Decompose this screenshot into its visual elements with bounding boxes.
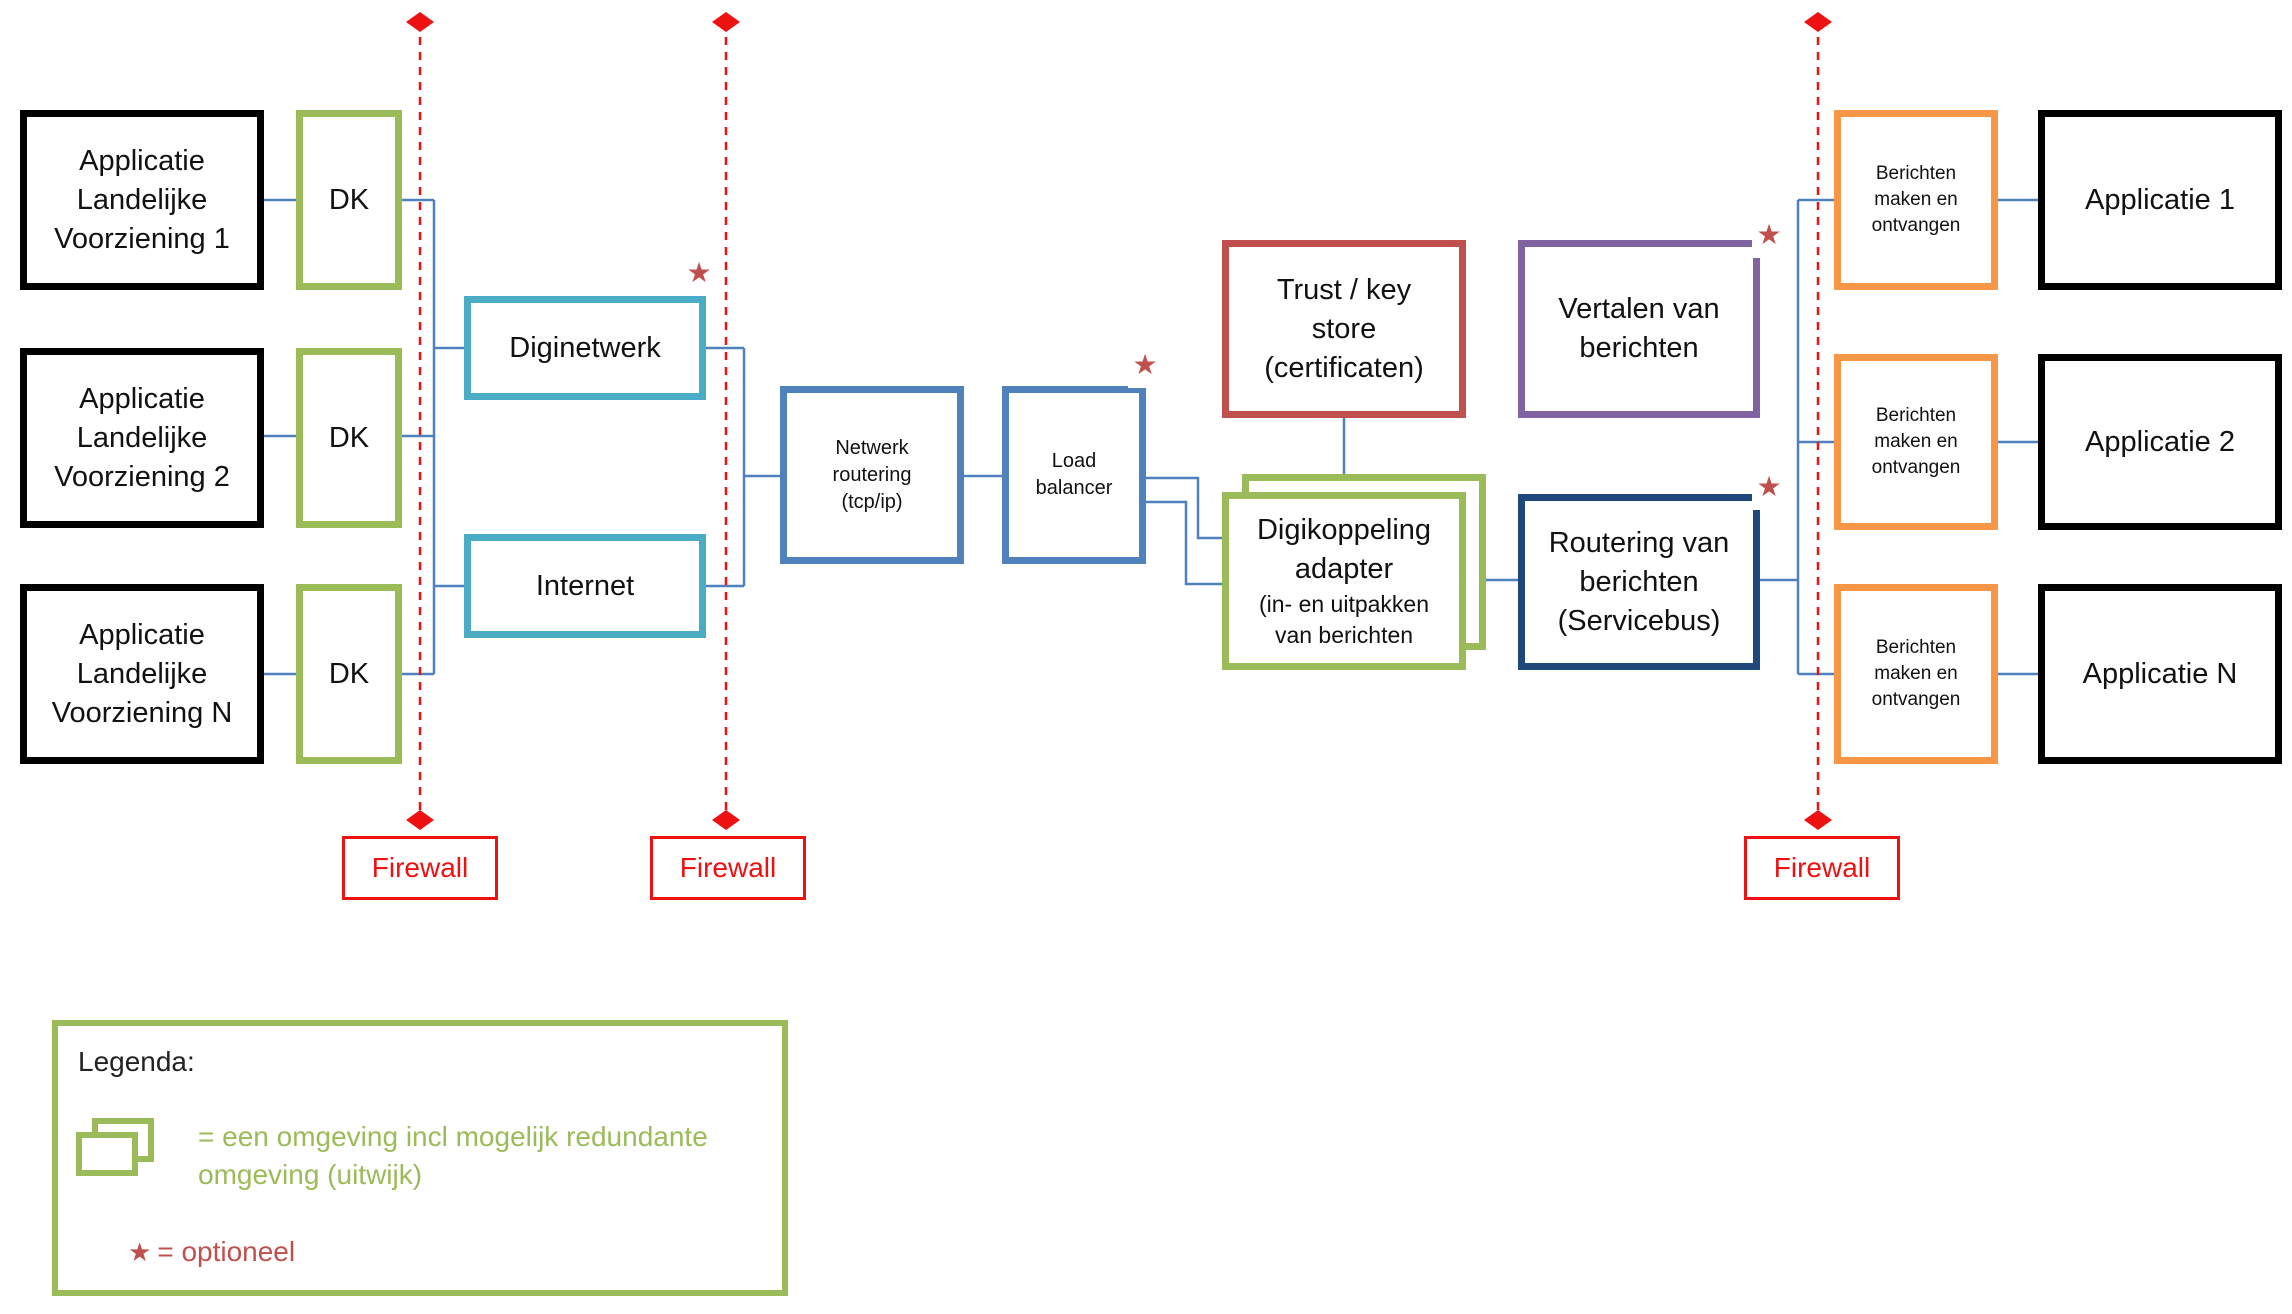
firewall-line-3-bottom-marker [1804, 810, 1832, 830]
dk-box-n: DK [296, 584, 402, 764]
trust-store-line-2: store [1311, 312, 1377, 345]
legend-optional: ★= optioneel [128, 1236, 295, 1268]
connector-lb-adapter-1 [1146, 476, 1222, 540]
lv-app-1-line-1: Applicatie [79, 144, 205, 177]
trust-store-box: Trust / key store (certificaten) [1222, 240, 1466, 418]
berichten-2-line-2: maken en [1874, 431, 1958, 452]
star-icon: ★ [682, 256, 716, 296]
berichten-n-line-2: maken en [1874, 663, 1958, 684]
internet-box: Internet [464, 534, 706, 638]
firewall-line-2-top-marker [712, 12, 740, 32]
firewall-line-1-top-marker [406, 12, 434, 32]
star-icon: ★ [1752, 470, 1786, 510]
adapter-main-line-2: adapter [1294, 553, 1394, 585]
applicatie-2-label: Applicatie 2 [2085, 425, 2235, 458]
trust-store-line-1: Trust / key [1276, 273, 1412, 306]
dk-label-1: DK [328, 183, 370, 216]
dk-box-1: DK [296, 110, 402, 290]
berichten-n-line-3: ontvangen [1871, 689, 1961, 710]
lv-app-1: Applicatie Landelijke Voorziening 1 [20, 110, 264, 290]
adapter-sub-line-2: van berichten [1274, 622, 1414, 648]
lv-app-2-line-2: Landelijke [76, 421, 208, 454]
routering-box: Routering van berichten (Servicebus) [1518, 494, 1760, 670]
lv-app-1-line-2: Landelijke [76, 183, 208, 216]
adapter-main-line-1: Digikoppeling [1256, 514, 1432, 546]
routering-line-2: berichten [1579, 565, 1699, 598]
applicatie-1-box: Applicatie 1 [2038, 110, 2282, 290]
internet-label: Internet [535, 569, 635, 602]
connector-lb-adapter-2 [1146, 500, 1222, 586]
vertalen-box: Vertalen van berichten [1518, 240, 1760, 418]
stacked-environment-icon-front [76, 1132, 138, 1176]
dk-box-2: DK [296, 348, 402, 528]
lv-app-n: Applicatie Landelijke Voorziening N [20, 584, 264, 764]
legend-environment-text: = een omgeving incl mogelijk redundante … [198, 1118, 708, 1194]
berichten-box-1: Berichten maken en ontvangen [1834, 110, 1998, 290]
trust-store-line-3: (certificaten) [1264, 351, 1424, 384]
berichten-1-line-2: maken en [1874, 189, 1958, 210]
dk-label-2: DK [328, 421, 370, 454]
adapter-sub-line-1: (in- en uitpakken [1258, 591, 1430, 617]
lv-app-n-line-3: Voorziening N [51, 696, 233, 729]
diginetwerk-box: Diginetwerk [464, 296, 706, 400]
netwerk-routering-line-2: routering [832, 463, 912, 486]
berichten-1-line-3: ontvangen [1871, 215, 1961, 236]
legend-title: Legenda: [78, 1046, 195, 1077]
star-icon: ★ [1752, 218, 1786, 258]
lv-app-n-line-1: Applicatie [79, 618, 205, 651]
star-icon: ★ [1128, 348, 1162, 388]
applicatie-1-label: Applicatie 1 [2085, 183, 2235, 216]
load-balancer-line-1: Load [1051, 450, 1097, 472]
lv-app-1-line-3: Voorziening 1 [54, 222, 230, 255]
legend-optional-text: = optioneel [157, 1236, 296, 1267]
lv-app-n-line-2: Landelijke [76, 657, 208, 690]
applicatie-n-label: Applicatie N [2082, 657, 2238, 690]
firewall-label-1: Firewall [342, 836, 498, 900]
firewall-line-1-bottom-marker [406, 810, 434, 830]
firewall-line-3-top-marker [1804, 12, 1832, 32]
netwerk-routering-box: Netwerk routering (tcp/ip) [780, 386, 964, 564]
berichten-box-2: Berichten maken en ontvangen [1834, 354, 1998, 530]
firewall-label-3: Firewall [1744, 836, 1900, 900]
applicatie-n-box: Applicatie N [2038, 584, 2282, 764]
routering-line-3: (Servicebus) [1557, 604, 1721, 637]
berichten-box-n: Berichten maken en ontvangen [1834, 584, 1998, 764]
applicatie-2-box: Applicatie 2 [2038, 354, 2282, 530]
star-icon: ★ [128, 1237, 152, 1267]
load-balancer-box: Load balancer [1002, 386, 1146, 564]
berichten-1-line-1: Berichten [1875, 163, 1957, 184]
diginetwerk-label: Diginetwerk [509, 331, 661, 364]
berichten-2-line-1: Berichten [1875, 405, 1957, 426]
legend-env-line-1: = een omgeving incl mogelijk redundante [198, 1121, 708, 1152]
routering-line-1: Routering van [1548, 526, 1730, 559]
netwerk-routering-line-1: Netwerk [835, 436, 909, 459]
firewall-line-2-bottom-marker [712, 810, 740, 830]
vertalen-line-1: Vertalen van [1558, 293, 1720, 325]
load-balancer-line-2: balancer [1035, 477, 1113, 499]
lv-app-2: Applicatie Landelijke Voorziening 2 [20, 348, 264, 528]
lv-app-2-line-1: Applicatie [79, 382, 205, 415]
vertalen-line-2: berichten [1579, 332, 1699, 364]
berichten-2-line-3: ontvangen [1871, 457, 1961, 478]
legend: Legenda: = een omgeving incl mogelijk re… [52, 1020, 788, 1296]
netwerk-routering-line-3: (tcp/ip) [841, 490, 903, 513]
lv-app-2-line-3: Voorziening 2 [54, 460, 230, 493]
dk-label-n: DK [328, 657, 370, 690]
legend-env-line-2: omgeving (uitwijk) [198, 1159, 423, 1190]
digikoppeling-adapter-box: Digikoppeling adapter (in- en uitpakken … [1222, 492, 1466, 670]
firewall-label-2: Firewall [650, 836, 806, 900]
berichten-n-line-1: Berichten [1875, 637, 1957, 658]
